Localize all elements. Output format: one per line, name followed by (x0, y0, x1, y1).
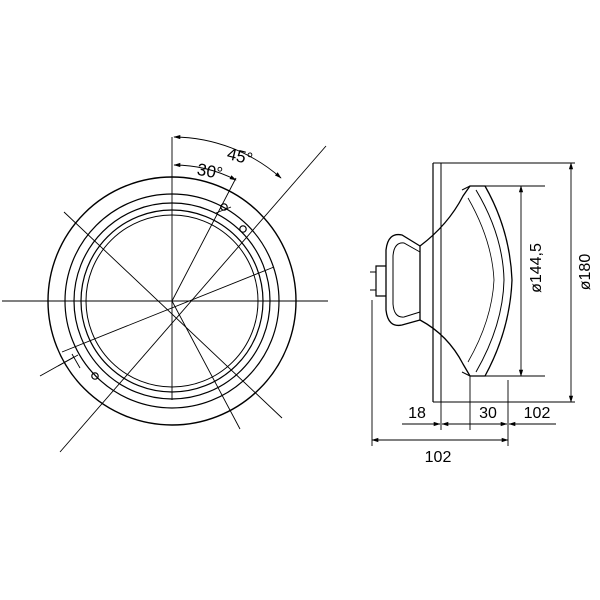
lens-diameter-label: ø144,5 (528, 243, 545, 293)
reflector-body (419, 185, 513, 377)
total-depth-label: 102 (425, 449, 452, 466)
outer-diameter-label: ø180 (577, 254, 594, 291)
front-view: 45° 30° (2, 134, 328, 453)
lens-rim-bottom (461, 371, 471, 377)
rear-bracket (385, 233, 421, 327)
adjuster-mark-upper (215, 206, 232, 214)
radial-line-diagonal (63, 211, 283, 419)
reflector-inner-line (475, 189, 505, 373)
radial-line-30deg (171, 177, 237, 302)
mounting-hole-lower-left (91, 372, 99, 380)
radial-line-shallow (61, 266, 275, 353)
side-view: ø144,5 ø180 18 30 102 102 (370, 162, 594, 466)
dim-30-label: 30 (479, 405, 497, 422)
mounting-hole-right (239, 225, 247, 233)
angle-label-30: 30° (196, 160, 225, 183)
connector-plug (375, 265, 386, 297)
radial-line-lower-right (171, 300, 241, 430)
angle-arc-45 (173, 134, 282, 179)
rear-bracket-inner (392, 242, 421, 318)
angle-arc-30 (173, 162, 237, 181)
angle-label-45: 45° (225, 144, 255, 169)
lens-rim-top (461, 185, 471, 191)
dim-18-label: 18 (408, 405, 426, 422)
dim-102-short-label: 102 (524, 405, 551, 422)
reflector-inner-line-2 (467, 197, 495, 363)
adjuster-mark-lower-3 (71, 353, 81, 369)
adjuster-mark-lower-2 (39, 356, 75, 377)
